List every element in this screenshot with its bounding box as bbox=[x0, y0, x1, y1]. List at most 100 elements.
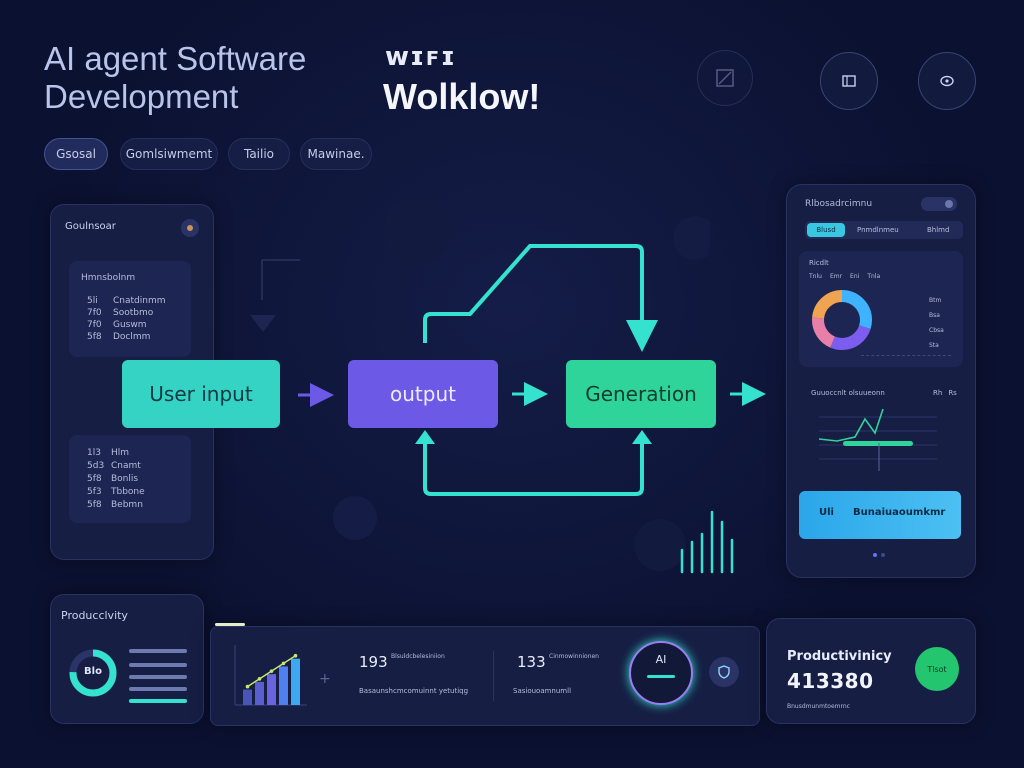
bar bbox=[267, 674, 276, 705]
left-card-2: 1l3 5d3 5f8 5f3 5f8 Hlm Cnamt Bonlis Tbb… bbox=[69, 435, 191, 523]
list-item-value: Doclmm bbox=[113, 332, 151, 342]
menu-button[interactable] bbox=[820, 52, 878, 110]
donut-chart bbox=[812, 290, 872, 350]
productivity-title: Productivinicy bbox=[787, 649, 892, 664]
list-item-key: 5f8 bbox=[87, 474, 102, 484]
list-item-value: Guswm bbox=[113, 320, 147, 330]
line-right-label: Rh bbox=[933, 389, 943, 397]
plus-icon: + bbox=[319, 671, 331, 687]
image-icon bbox=[716, 69, 734, 87]
legend-item: Eni bbox=[850, 273, 860, 280]
pie-side-label: Sta bbox=[929, 342, 939, 349]
list-item-value: Sootbmo bbox=[113, 308, 154, 318]
shield-icon bbox=[718, 665, 730, 679]
menu-icon bbox=[842, 75, 856, 87]
stat2-label: Sasiouoamnumll bbox=[513, 687, 572, 695]
dot-icon bbox=[187, 225, 193, 231]
ai-badge[interactable]: AI bbox=[629, 641, 693, 705]
flow-connectors bbox=[298, 244, 766, 496]
tab-gsosal[interactable]: Gsosal bbox=[44, 138, 108, 170]
ai-badge-line bbox=[647, 675, 675, 678]
title-line-1: AI agent Software bbox=[44, 40, 307, 77]
settings-button[interactable] bbox=[918, 52, 976, 110]
legend-item: Emr bbox=[829, 273, 843, 280]
title-line-2: Development bbox=[44, 78, 239, 115]
trend-point bbox=[293, 653, 298, 658]
list-item-key: 5f8 bbox=[87, 332, 102, 342]
node-output[interactable]: output bbox=[348, 360, 498, 428]
toggle-switch[interactable] bbox=[921, 197, 957, 211]
right-tab[interactable]: Bhlmd bbox=[927, 226, 950, 234]
settings-icon bbox=[940, 75, 954, 87]
left-panel-menu-button[interactable] bbox=[181, 219, 199, 237]
background-shapes bbox=[250, 200, 710, 571]
productivity-button[interactable]: Tlsot bbox=[915, 647, 959, 691]
trend-point bbox=[257, 677, 262, 681]
stat1-value: 193 bbox=[359, 653, 388, 671]
bar bbox=[243, 689, 252, 705]
line-right-label: Rs bbox=[948, 389, 957, 397]
line-right-labels: Rh Rs bbox=[933, 389, 957, 397]
assistant-button[interactable] bbox=[709, 657, 739, 687]
list-item-value: Cnatdinmm bbox=[113, 296, 166, 306]
right-panel: Rlbosadrcimnu Blusd Pnmdlnmeu Bhlmd Ricd… bbox=[786, 184, 976, 578]
stat2-value: 133 bbox=[517, 653, 546, 671]
pie-legend: Tnlu Emr Eni Tnla bbox=[809, 273, 880, 280]
productivity-card: Producclvity Blo bbox=[50, 594, 204, 724]
equalizer-graphic bbox=[680, 510, 734, 574]
progress-line-accent bbox=[129, 699, 187, 703]
line-chart bbox=[818, 408, 937, 471]
list-item-value: Hlm bbox=[111, 448, 130, 458]
cta-button[interactable]: Uli Bunaiuaoumkmr bbox=[799, 491, 961, 539]
list-item-key: 7f0 bbox=[87, 308, 102, 318]
left-card-1-keys: 5li 7f0 7f0 5f8 bbox=[87, 295, 102, 343]
image-button[interactable] bbox=[697, 50, 753, 106]
legend-item: Tnla bbox=[867, 273, 881, 280]
list-item-value: Bebmn bbox=[111, 500, 143, 510]
node-generation[interactable]: Generation bbox=[566, 360, 716, 428]
pager-dots[interactable] bbox=[873, 553, 885, 557]
right-tab-active[interactable]: Blusd bbox=[807, 223, 845, 237]
right-tab[interactable]: Pnmdlnmeu bbox=[857, 226, 899, 234]
bar bbox=[291, 658, 300, 705]
legend-item: Tnlu bbox=[809, 273, 822, 280]
tab-tailio[interactable]: Tailio bbox=[228, 138, 290, 170]
productivity-value: 413380 bbox=[787, 669, 874, 693]
stat1-label-top: Blsuldcbelesiniion bbox=[391, 653, 445, 660]
list-item-key: 7f0 bbox=[87, 320, 102, 330]
progress-line bbox=[129, 675, 187, 679]
productivity-donut bbox=[69, 649, 117, 697]
left-panel-title: Goulnsoar bbox=[65, 221, 116, 232]
pie-side-label: Cbsa bbox=[929, 327, 944, 334]
pie-side-labels: Btm Bsa Cbsa Sta bbox=[929, 293, 944, 353]
pie-title: Ricdlt bbox=[809, 259, 829, 267]
bar bbox=[279, 666, 288, 705]
productivity-label: Producclvity bbox=[61, 609, 128, 622]
trend-point bbox=[281, 661, 286, 666]
list-item-key: 5li bbox=[87, 296, 98, 306]
left-card-2-values: Hlm Cnamt Bonlis Tbbone Bebmn bbox=[111, 447, 145, 512]
pie-side-label: Bsa bbox=[929, 312, 940, 319]
page-title: AI agent Software Development bbox=[44, 40, 306, 116]
stats-panel: + 193 Blsuldcbelesiniion Basaunshcmcomui… bbox=[210, 623, 760, 726]
line-title: Guuoccnlt olsuueonn bbox=[811, 389, 885, 397]
list-item-key: 1l3 bbox=[87, 448, 101, 458]
title-workflow: Wolklow! bbox=[383, 76, 541, 117]
list-item-value: Bonlis bbox=[111, 474, 139, 484]
pie-card: Ricdlt Tnlu Emr Eni Tnla Btm Bsa Cbsa St… bbox=[799, 251, 963, 367]
cta-left-text: Uli bbox=[819, 507, 834, 518]
left-card-2-keys: 1l3 5d3 5f8 5f3 5f8 bbox=[87, 447, 104, 512]
cta-text: Bunaiuaoumkmr bbox=[853, 507, 946, 518]
pager-dot[interactable] bbox=[881, 553, 885, 557]
ai-badge-text: AI bbox=[655, 653, 667, 666]
stats-accent-line bbox=[215, 623, 245, 626]
node-user-input[interactable]: User input bbox=[122, 360, 280, 428]
stat1-label: Basaunshcmcomuinnt yetutiqg bbox=[359, 687, 469, 695]
tab-mawinae[interactable]: Mawinae. bbox=[300, 138, 372, 170]
list-item-key: 5f8 bbox=[87, 500, 102, 510]
progress-line bbox=[129, 687, 187, 691]
left-card-1: Hmnsbolnm 5li 7f0 7f0 5f8 Cnatdinmm Soot… bbox=[69, 261, 191, 357]
tab-gomlsiwmemt[interactable]: Gomlsiwmemt bbox=[120, 138, 218, 170]
right-panel-title: Rlbosadrcimnu bbox=[805, 199, 873, 209]
pager-dot[interactable] bbox=[873, 553, 877, 557]
